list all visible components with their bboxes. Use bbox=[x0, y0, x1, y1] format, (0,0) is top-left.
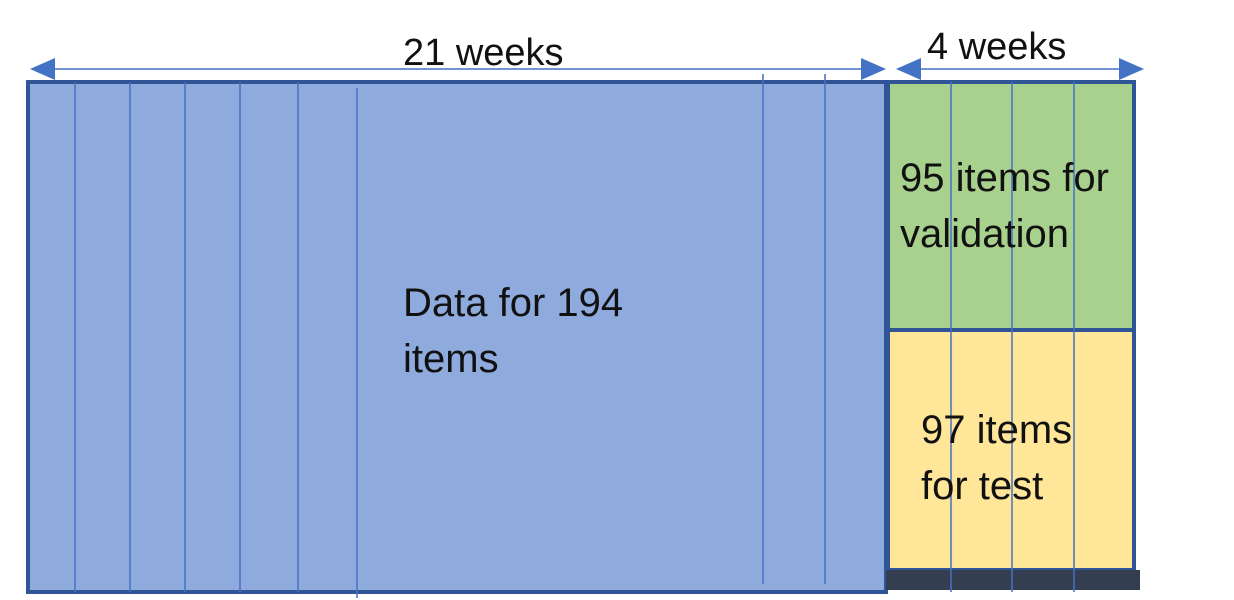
training-block-line: items bbox=[403, 337, 499, 381]
holdout-duration-arrow bbox=[896, 58, 1144, 80]
validation-block-text: 95 items for validation bbox=[900, 150, 1109, 262]
test-block-line: 97 items bbox=[921, 408, 1073, 452]
holdout-duration-arrow-right-head bbox=[1119, 58, 1144, 80]
test-block-text: 97 items for test bbox=[921, 402, 1072, 514]
training-week-dividers bbox=[74, 74, 826, 598]
training-block-text: Data for 194 items bbox=[403, 275, 623, 387]
validation-block-line: 95 items for bbox=[900, 156, 1109, 200]
holdout-week-dividers bbox=[950, 82, 1075, 592]
holdout-bottom-band bbox=[886, 570, 1140, 590]
validation-block-line: validation bbox=[900, 212, 1070, 256]
test-block bbox=[886, 328, 1136, 572]
train-duration-arrow-left-head bbox=[30, 58, 55, 80]
holdout-duration-label: 4 weeks bbox=[927, 26, 1067, 68]
holdout-duration-arrow-left-head bbox=[896, 58, 921, 80]
train-duration-label: 21 weeks bbox=[403, 32, 564, 74]
training-data-block bbox=[26, 80, 888, 594]
validation-block bbox=[886, 80, 1136, 332]
test-block-line: for test bbox=[921, 464, 1044, 508]
training-block-line: Data for 194 bbox=[403, 281, 624, 325]
train-duration-arrow bbox=[30, 58, 886, 80]
train-duration-arrow-right-head bbox=[861, 58, 886, 80]
